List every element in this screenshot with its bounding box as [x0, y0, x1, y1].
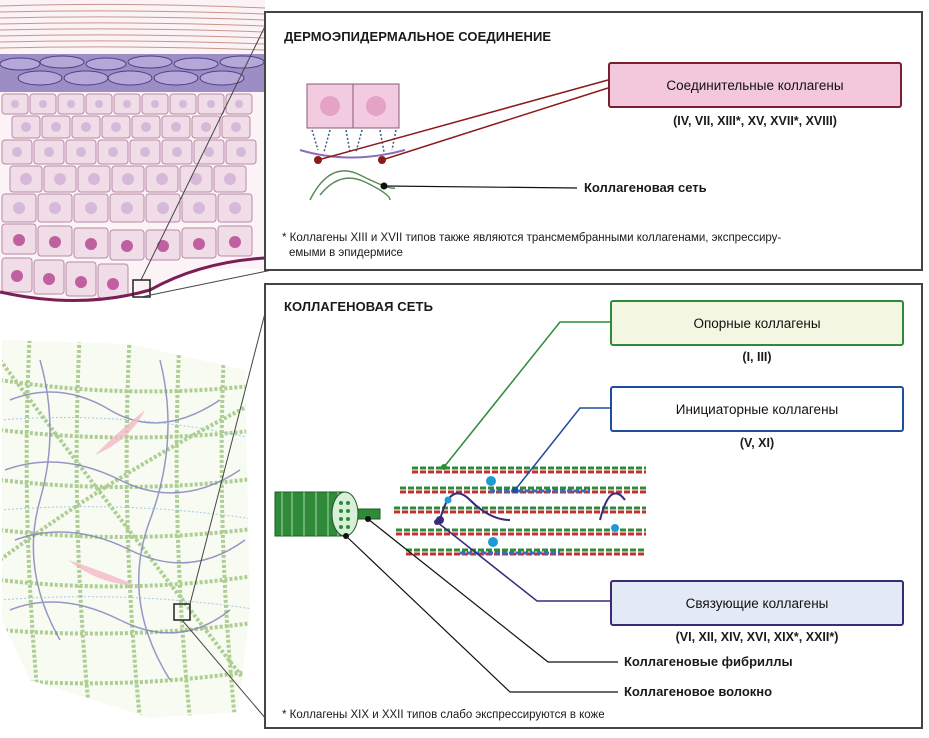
panel-network-frame	[264, 283, 923, 729]
collagen-network-label: Коллагеновая сеть	[584, 180, 707, 195]
support-collagens-label: Опорные коллагены	[693, 315, 821, 331]
linking-collagens-label: Связующие коллагены	[685, 595, 829, 611]
linking-collagens-box: Связующие коллагены	[610, 580, 904, 626]
linking-collagens-types: (VI, XII, XIV, XVI, XIX*, XXII*)	[675, 630, 839, 644]
skin-section-illustration	[0, 0, 265, 300]
connective-collagens-label: Соединительные коллагены	[666, 77, 844, 93]
collagen-fibrils-label: Коллагеновые фибриллы	[624, 654, 793, 669]
dej-footnote-line2: емыми в эпидермисе	[289, 247, 403, 259]
initiator-collagens-label: Инициаторные коллагены	[675, 401, 839, 417]
dej-footnote-line1: * Коллагены XIII и XVII типов также явля…	[282, 232, 782, 244]
collagen-fiber-label: Коллагеновое волокно	[624, 684, 773, 699]
network-footnote: * Коллагены XIX и XXII типов слабо экспр…	[282, 709, 605, 721]
support-collagens-box: Опорные коллагены	[610, 300, 904, 346]
connective-collagens-box: Соединительные коллагены	[608, 62, 902, 108]
support-collagens-types: (I, III)	[742, 350, 772, 364]
collagen-network-illustration	[2, 340, 250, 718]
dej-title: ДЕРМОЭПИДЕРМАЛЬНОЕ СОЕДИНЕНИЕ	[284, 29, 552, 44]
panel-dej-frame	[264, 11, 923, 271]
initiator-collagens-types: (V, XI)	[739, 436, 775, 450]
initiator-collagens-box: Инициаторные коллагены	[610, 386, 904, 432]
connective-collagens-types: (IV, VII, XIII*, XV, XVII*, XVIII)	[673, 114, 837, 128]
network-title: КОЛЛАГЕНОВАЯ СЕТЬ	[284, 299, 434, 314]
